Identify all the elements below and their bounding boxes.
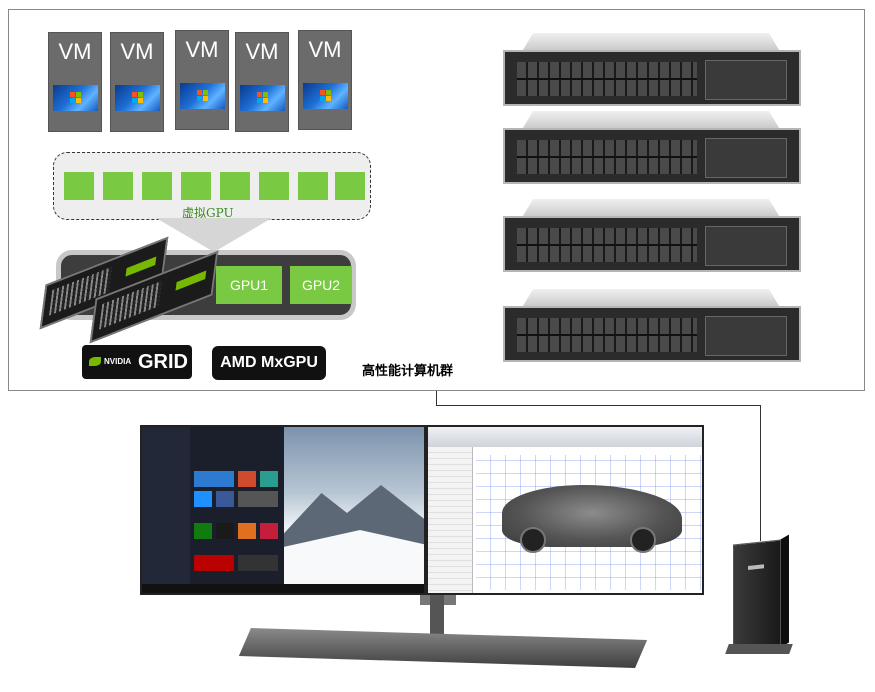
- virtual-gpu-pool: [53, 152, 371, 220]
- vgpu-slot: [142, 172, 172, 200]
- vgpu-slot: [298, 172, 328, 200]
- cluster-label: 高性能计算机群: [362, 363, 454, 378]
- car-model-icon: [502, 485, 682, 553]
- taskbar: [142, 584, 424, 593]
- gpu2-box: GPU2: [290, 266, 352, 304]
- monitor-stand-base: [237, 628, 649, 668]
- vm-label: VM: [120, 39, 154, 64]
- vm-label: VM: [185, 37, 219, 62]
- vm-label: VM: [308, 37, 342, 62]
- vm-box: VM: [235, 32, 289, 132]
- vm-box: VM: [48, 32, 102, 132]
- rack-server: [503, 199, 801, 272]
- gpu1-box: GPU1: [216, 266, 282, 304]
- left-monitor: [140, 425, 426, 595]
- nvidia-wordmark: NVIDIA: [104, 357, 132, 366]
- vgpu-slot: [64, 172, 94, 200]
- nvidia-grid-logo: NVIDIA GRID: [82, 345, 192, 379]
- thin-client-device: [725, 534, 793, 658]
- windows-desktop-icon: [180, 83, 225, 109]
- right-monitor: [426, 425, 704, 595]
- vgpu-slot: [103, 172, 133, 200]
- virtual-gpu-label: 虚拟GPU: [182, 206, 234, 220]
- windows-desktop-icon: [240, 85, 285, 111]
- vm-box: VM: [298, 30, 352, 130]
- grid-wordmark: GRID: [138, 351, 188, 373]
- connection-line: [436, 391, 437, 405]
- vgpu-slot: [259, 172, 289, 200]
- windows-desktop-icon: [115, 85, 160, 111]
- cad-feature-tree: [428, 447, 473, 593]
- vgpu-slot: [335, 172, 365, 200]
- funnel-connector: [156, 218, 272, 252]
- rack-server: [503, 289, 801, 362]
- monitor-stand-pole: [430, 595, 444, 637]
- windows-desktop-icon: [303, 83, 348, 109]
- vm-label: VM: [245, 39, 279, 64]
- amd-mxgpu-logo: AMD MxGPU: [212, 346, 326, 380]
- vgpu-slot: [181, 172, 211, 200]
- vm-box: VM: [110, 32, 164, 132]
- connection-line: [436, 405, 760, 406]
- connection-line: [760, 405, 761, 541]
- windows-desktop-icon: [53, 85, 98, 111]
- rack-server: [503, 111, 801, 184]
- vm-label: VM: [58, 39, 92, 64]
- vm-box: VM: [175, 30, 229, 130]
- cad-ribbon: [428, 427, 702, 447]
- start-menu: [142, 427, 284, 589]
- rack-server: [503, 33, 801, 106]
- nvidia-eye-icon: [89, 357, 101, 366]
- vgpu-slot: [220, 172, 250, 200]
